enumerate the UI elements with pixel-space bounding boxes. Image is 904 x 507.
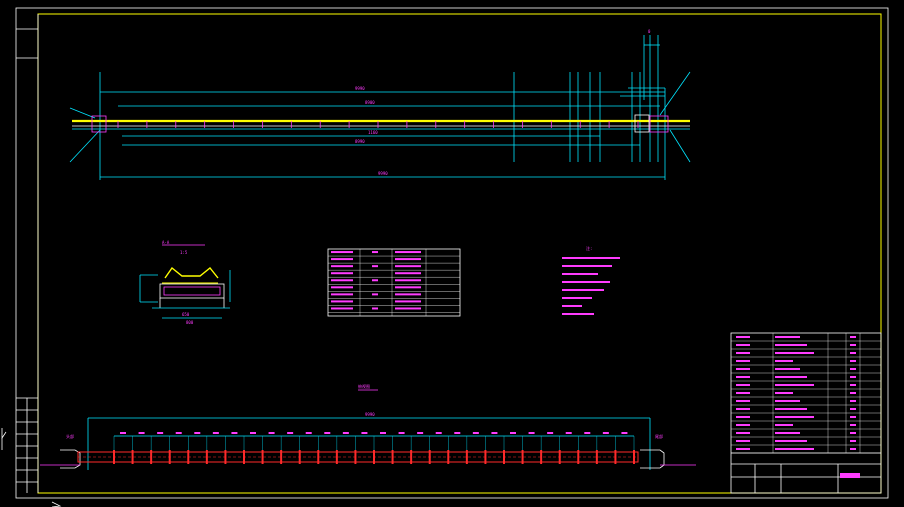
- parameter-table: [327, 248, 461, 317]
- conveyor-top-view: 9990 8900 1160 8990 9990 0: [69, 29, 691, 180]
- svg-text:1160: 1160: [368, 130, 378, 135]
- svg-text:9990: 9990: [365, 412, 375, 417]
- technical-notes: 注:: [562, 245, 620, 315]
- svg-text:0: 0: [648, 29, 651, 34]
- svg-text:尾部: 尾部: [655, 433, 663, 439]
- svg-text:8900: 8900: [365, 100, 375, 105]
- svg-text:头部: 头部: [66, 433, 74, 439]
- svg-text:800: 800: [186, 320, 194, 325]
- left-binding-strip: [16, 14, 39, 493]
- svg-text:注:: 注:: [586, 245, 592, 251]
- idler-cross-section: A-A 1:5 650 800: [139, 240, 231, 325]
- ucs-icon: [1, 428, 62, 507]
- svg-text:9990: 9990: [378, 171, 388, 176]
- outer-frame: [15, 7, 889, 499]
- svg-text:8990: 8990: [355, 139, 365, 144]
- svg-text:650: 650: [182, 312, 190, 317]
- svg-text:1:5: 1:5: [180, 250, 188, 255]
- svg-text:A-A: A-A: [162, 240, 170, 245]
- svg-text:9990: 9990: [355, 86, 365, 91]
- conveyor-plan-view: 俯视图 9990 头部 尾部: [40, 383, 696, 470]
- title-block: [730, 332, 882, 494]
- svg-text:俯视图: 俯视图: [358, 383, 370, 389]
